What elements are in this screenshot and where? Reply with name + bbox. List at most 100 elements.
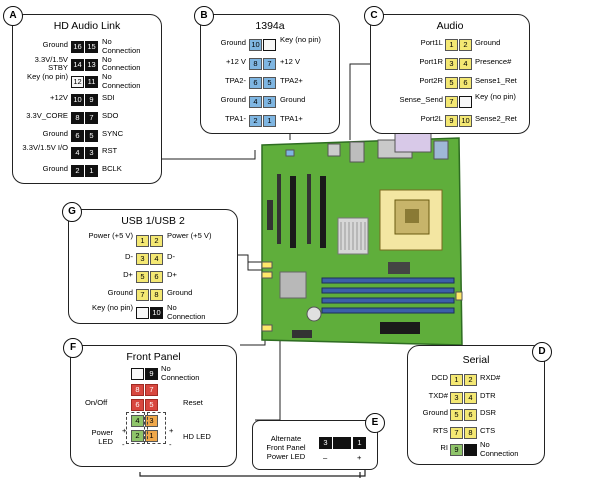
pin: 10 [71, 94, 84, 107]
pin: 1 [85, 164, 98, 177]
pin [464, 444, 477, 456]
panel-title: Serial [462, 354, 490, 366]
pin-label-left: Ground [220, 38, 246, 47]
pin: 6 [464, 409, 477, 421]
pin: 9 [445, 115, 458, 127]
pin: 15 [85, 41, 98, 53]
pin: 5 [145, 399, 158, 411]
pin-label-left: Port2L [420, 114, 443, 123]
reset-label: Reset [183, 398, 203, 407]
pin: 7 [85, 111, 98, 124]
pin-label-right: No Connection [102, 72, 141, 90]
pin-label-left: Power (+5 V) [88, 231, 133, 240]
pin-label-left: Port1L [420, 38, 443, 47]
pin: 4 [150, 253, 163, 265]
pin-label-right: BCLK [102, 163, 122, 173]
pin: 7 [136, 289, 149, 301]
power-led-plus: + [122, 426, 127, 435]
pin: 3 [136, 253, 149, 265]
pin: 7 [450, 426, 463, 439]
pin: 3 [85, 147, 98, 160]
pin-label-right: Presence# [475, 57, 512, 66]
pin-label-left: +12V [50, 93, 68, 103]
pin-label-right: RST [102, 146, 118, 156]
pin: 3 [445, 58, 458, 70]
dimm-slot-2 [321, 287, 455, 294]
minus-sign: – [323, 453, 328, 462]
pin-label-left: Ground [42, 163, 68, 173]
panel-title: USB 1/USB 2 [121, 215, 185, 227]
pin: 2 [131, 430, 144, 442]
pin-label-right: CTS [480, 425, 496, 435]
power-led-wire [139, 470, 366, 477]
pin: 8 [71, 111, 84, 124]
pin-label-left: Port2R [419, 76, 443, 85]
pin: 16 [71, 41, 84, 53]
pin: 6 [131, 399, 144, 411]
pin: 7 [263, 58, 276, 70]
pin-label-right: SDO [102, 110, 119, 120]
pin-label-right: No Connection [102, 37, 141, 55]
badge-d: D [532, 342, 552, 362]
leader-line-e [255, 335, 281, 421]
pin-label-right: TPA1+ [280, 114, 303, 123]
pin [131, 368, 144, 380]
badge-e: E [365, 413, 385, 433]
pin-label-left: Key (no pin) [92, 303, 133, 312]
pin-label-right: Key (no pin) [280, 35, 321, 44]
pin-label-left: Sense_Send [399, 95, 444, 104]
dimm-slot-4 [321, 307, 455, 314]
pin: 8 [150, 289, 163, 301]
pin: 8 [131, 383, 144, 396]
on-off-label: On/Off [85, 398, 108, 407]
leader-line-c [349, 63, 376, 140]
pin-label-left: Ground [42, 40, 68, 49]
pin: 14 [71, 58, 84, 71]
badge-f: F [63, 338, 83, 358]
pin: 3 [450, 391, 463, 404]
pin: 4 [464, 391, 477, 404]
pin: 7 [445, 96, 458, 108]
pin-label-left: RTS [432, 425, 448, 435]
pin-label-right: Power (+5 V) [167, 231, 212, 240]
pin-label-right: SDI [102, 93, 115, 103]
pin-label-left: TXD# [428, 390, 448, 400]
pin-label-right: Ground [280, 95, 306, 104]
badge-g: G [62, 202, 82, 222]
pin-label-left: 3.3V/1.5V I/O [22, 143, 68, 153]
pin-label-right: TPA2+ [280, 76, 303, 85]
pin-label-left: 3.3V/1.5V STBY [34, 54, 68, 73]
pin: 8 [464, 426, 477, 439]
plus-sign: + [357, 453, 362, 462]
pin: 6 [459, 77, 472, 89]
pci-slot-2 [320, 176, 326, 248]
pin-label-left: D+ [123, 270, 133, 279]
power-connector [380, 322, 420, 334]
pin-label-right: DTR [480, 390, 496, 400]
pin: 7 [145, 383, 158, 396]
dimm-slot-3 [321, 297, 455, 304]
pin: 6 [71, 129, 84, 142]
pin: 8 [249, 58, 262, 70]
badge-a: A [3, 6, 23, 26]
pin: 6 [249, 77, 262, 89]
